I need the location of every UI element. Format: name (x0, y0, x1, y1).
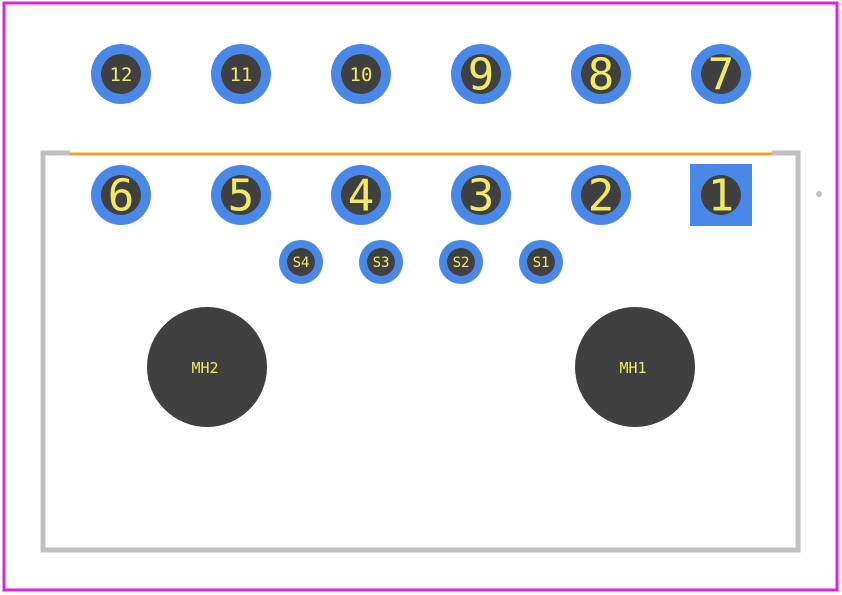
mounting-hole-label: MH1 (619, 359, 646, 377)
pad-drill-hole (367, 248, 395, 276)
pad-label: 6 (108, 171, 135, 222)
mounting-hole-label: MH2 (191, 359, 218, 377)
pad-drill-hole (701, 175, 741, 215)
pad-label: 9 (468, 50, 495, 101)
pad-label: 5 (228, 171, 255, 222)
pad-drill-hole (101, 175, 141, 215)
pad-drill-hole (527, 248, 555, 276)
pad-label: S2 (453, 255, 470, 271)
pad-drill-hole (221, 54, 261, 94)
pad-drill-hole (581, 175, 621, 215)
pad-label: 11 (230, 64, 253, 86)
pad-drill-hole (101, 54, 141, 94)
pad-label: 3 (468, 171, 495, 222)
pad-drill-hole (287, 248, 315, 276)
pad-drill-hole (341, 175, 381, 215)
pad-label: S4 (293, 255, 310, 271)
pad-label: 7 (708, 50, 735, 101)
mounting-hole-mh1[interactable] (575, 307, 695, 427)
pin1-marker-dot (816, 191, 822, 197)
silkscreen-outline (40, 150, 801, 553)
pad-label: 1 (708, 171, 735, 222)
pad-label: 2 (588, 171, 615, 222)
pad-drill-hole (221, 175, 261, 215)
pad-drill-hole (581, 54, 621, 94)
pad-drill-hole (341, 54, 381, 94)
pad-label: S3 (373, 255, 390, 271)
pad-label: 12 (110, 64, 133, 86)
mounting-hole-mh2[interactable] (147, 307, 267, 427)
pad-label: 8 (588, 50, 615, 101)
pad-label: 4 (348, 171, 375, 222)
pad-label: 10 (350, 64, 373, 86)
pad-drill-hole (447, 248, 475, 276)
pad-drill-hole (701, 54, 741, 94)
pad-drill-hole (461, 54, 501, 94)
pad-drill-hole (461, 175, 501, 215)
pad-label: S1 (533, 255, 550, 271)
